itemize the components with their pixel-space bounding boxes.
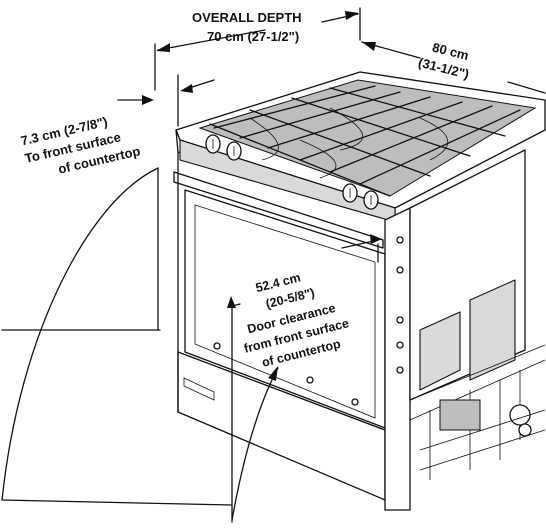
range-body [173,71,546,511]
oven-door-handle [173,171,384,249]
side-frame [384,207,411,511]
dimension-lines [117,7,546,523]
cooktop-grates [198,79,537,197]
overall-depth-label: OVERALL DEPTH 70 cm (27-1/2") [192,10,302,44]
countertop-offset-label: 7.3 cm (2-7/8") To front surface of coun… [19,114,141,177]
overall-depth-value: 70 cm (27-1/2") [207,29,299,44]
overall-depth-title: OVERALL DEPTH [192,10,302,25]
internal-components [409,344,546,480]
control-knobs [205,134,379,210]
door-swing-arc [1,167,233,506]
width-label: 80 cm (31-1/2") [417,40,471,82]
